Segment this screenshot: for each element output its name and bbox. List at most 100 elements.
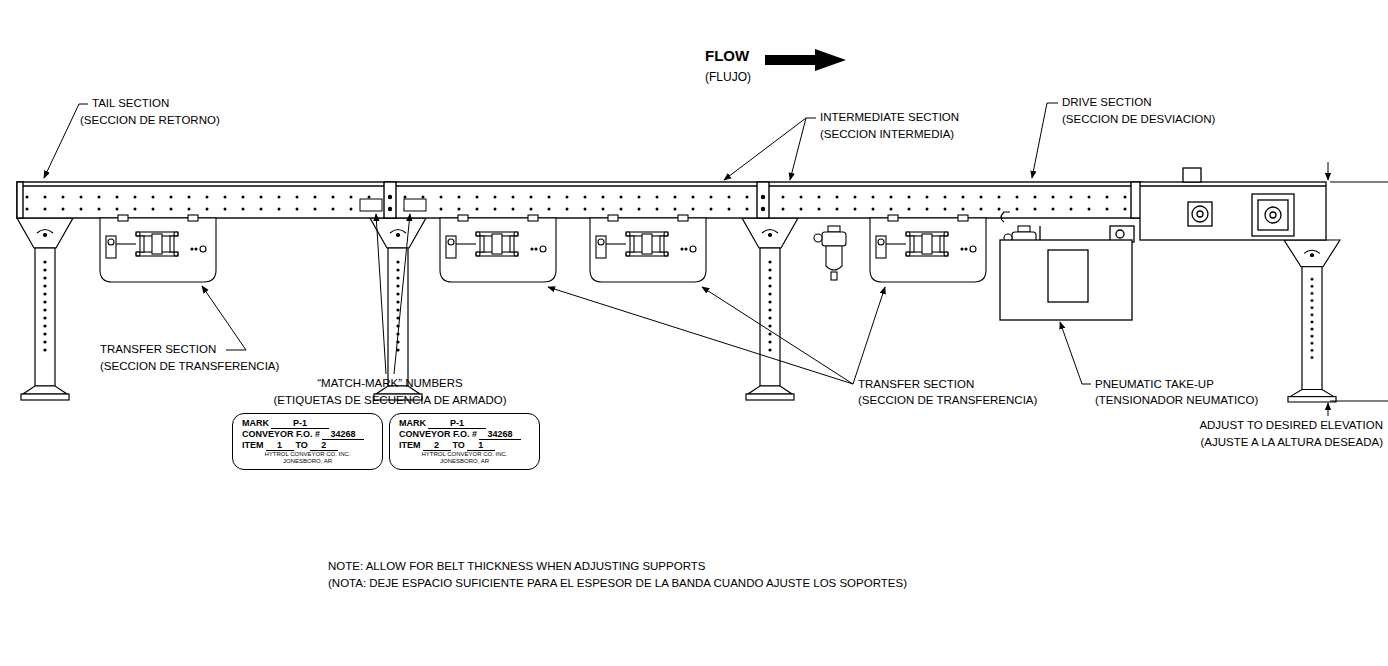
flow-label: FLOW <box>705 47 749 65</box>
drive-section <box>1258 200 1288 230</box>
leader-line <box>548 287 853 384</box>
drive-section <box>1116 230 1124 238</box>
pneumatic-take-up <box>1048 250 1088 302</box>
tag-text: TO <box>453 440 465 451</box>
callout-label: TRANSFER SECTION <box>858 378 974 392</box>
transfer-section <box>870 215 986 282</box>
conveyor-bed <box>17 182 1140 218</box>
elevation-dimension <box>1328 162 1388 416</box>
callout-label: TAIL SECTION <box>92 97 169 111</box>
transfer-section <box>100 215 986 282</box>
tag-row: HYTROL CONVEYOR CO. INC. <box>242 451 373 458</box>
tag-row: CONVEYOR F.O. #34268 <box>242 429 373 440</box>
note-text: NOTE: ALLOW FOR BELT THICKNESS WHEN ADJU… <box>328 560 705 574</box>
leader-line <box>702 287 853 384</box>
tag-text: HYTROL CONVEYOR CO. INC. <box>421 451 507 458</box>
tag-row: ITEM1TO2 <box>242 440 373 451</box>
drive-section <box>1192 206 1208 222</box>
flow-arrow <box>765 49 846 71</box>
tag-text: HYTROL CONVEYOR CO. INC. <box>264 451 350 458</box>
transfer-section <box>590 215 706 282</box>
leader-line <box>44 103 1091 384</box>
drive-section <box>1188 202 1212 226</box>
tag-text: MARK <box>242 418 269 429</box>
drive-section <box>1140 185 1326 186</box>
transfer-section <box>440 215 556 282</box>
conveyor-bed <box>384 182 396 218</box>
leader-line <box>853 287 885 384</box>
callout-label: (ETIQUETAS DE SECUENCIA DE ARMADO) <box>273 394 506 408</box>
conveyor-bed <box>757 182 769 218</box>
match-mark-tag <box>360 199 382 211</box>
leader-line <box>790 118 806 180</box>
filter-regulator <box>1001 212 1010 222</box>
match-mark-tag: MARKP-1CONVEYOR F.O. #34268ITEM1TO2HYTRO… <box>232 413 383 470</box>
drive-section <box>1183 168 1201 182</box>
callout-label: PNEUMATIC TAKE-UP <box>1095 378 1214 392</box>
callout-label: (SECCION DE DESVIACION) <box>1062 113 1215 127</box>
callout-label: ADJUST TO DESIRED ELEVATION <box>1199 419 1383 433</box>
conveyor-bed <box>762 196 765 199</box>
tag-text: JONESBORO, AR <box>440 458 489 465</box>
pneumatic-take-up <box>1000 240 1132 320</box>
tag-row: JONESBORO, AR <box>242 458 373 465</box>
flow-arrow <box>765 49 846 71</box>
drive-section <box>1270 212 1276 218</box>
callout-label: (SECCION DE RETORNO) <box>80 114 220 128</box>
leader-line <box>202 286 246 350</box>
conveyor-bed <box>389 208 392 211</box>
tag-value: 34268 <box>479 430 521 440</box>
callout-label: (SECCION DE TRANSFERENCIA) <box>100 360 279 374</box>
pneumatic-take-up <box>1039 226 1040 240</box>
tag-value: 34268 <box>322 430 364 440</box>
callout-label: (SECCION INTERMEDIA) <box>820 128 954 142</box>
conveyor-bed <box>17 182 1141 218</box>
callout-label: (SECCION DE TRANSFERENCIA) <box>858 394 1037 408</box>
elevation-dimension <box>1328 403 1329 416</box>
elevation-dimension <box>1330 182 1388 183</box>
tag-row: JONESBORO, AR <box>399 458 530 465</box>
leader-line <box>394 214 410 374</box>
elevation-dimension <box>1328 162 1329 180</box>
drive-section <box>1252 194 1294 236</box>
tag-row: ITEM2TO1 <box>399 440 530 451</box>
conveyor-support <box>1284 240 1340 402</box>
tag-value: 1 <box>467 441 495 451</box>
callout-label: (AJUSTE A LA ALTURA DESEADA) <box>1200 436 1383 450</box>
conveyor-bed <box>17 182 23 218</box>
drive-section <box>1140 182 1326 240</box>
conveyor-bed <box>17 185 1140 186</box>
callout-label: INTERMEDIATE SECTION <box>820 111 959 125</box>
tag-text: MARK <box>399 418 426 429</box>
leader-line <box>1060 322 1091 384</box>
conveyor-support <box>742 218 798 400</box>
match-mark-tag: MARKP-1CONVEYOR F.O. #34268ITEM2TO1HYTRO… <box>389 413 540 470</box>
tag-text: ITEM <box>399 440 421 451</box>
tag-value: 2 <box>310 441 338 451</box>
tag-row: MARKP-1 <box>242 418 373 429</box>
leader-line <box>1032 103 1058 178</box>
transfer-section <box>100 215 216 282</box>
drive-section <box>1110 168 1326 242</box>
callout-label: (TENSIONADOR NEUMATICO) <box>1095 394 1258 408</box>
tag-value: P-1 <box>271 419 329 429</box>
leader-line <box>376 214 386 374</box>
elevation-dimension <box>1330 401 1388 402</box>
conveyor-support <box>17 218 73 400</box>
tag-text: ITEM <box>242 440 264 451</box>
pneumatic-take-up <box>1000 226 1132 320</box>
callout-label: DRIVE SECTION <box>1062 96 1151 110</box>
tag-text: JONESBORO, AR <box>283 458 332 465</box>
note-text: (NOTA: DEJE ESPACIO SUFICIENTE PARA EL E… <box>328 577 907 591</box>
leader-line <box>724 118 816 180</box>
tag-row: MARKP-1 <box>399 418 530 429</box>
conveyor-bed <box>389 196 392 199</box>
tag-value: 1 <box>266 441 294 451</box>
conveyor-bed <box>22 191 1132 215</box>
tag-value: 2 <box>423 441 451 451</box>
drive-section <box>1265 207 1281 223</box>
tag-text: CONVEYOR F.O. # <box>242 429 320 440</box>
callout-label: TRANSFER SECTION <box>100 343 216 357</box>
drive-section <box>1197 211 1203 217</box>
